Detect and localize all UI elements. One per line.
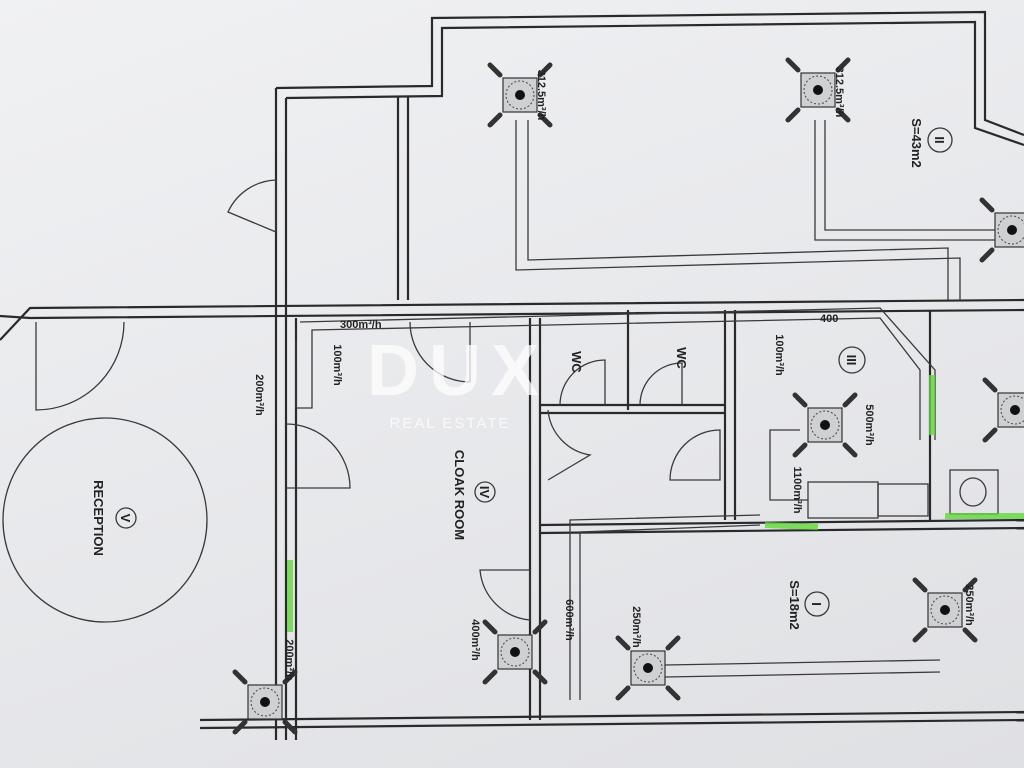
room-markers — [2, 127, 953, 623]
walls — [0, 10, 1024, 740]
airflow-label: 250m³/h — [630, 606, 642, 648]
watermark-subtitle: REAL ESTATE — [390, 415, 511, 432]
airflow-label: 400m³/h — [469, 619, 481, 661]
room-i-numeral: I — [809, 602, 824, 606]
room-ii-numeral: II — [932, 136, 947, 143]
ceiling-diffuser-icon — [982, 377, 1024, 443]
airflow-label: 400 — [820, 313, 838, 325]
ceiling-diffuser-icon — [912, 577, 978, 643]
ducts — [295, 120, 1000, 700]
airflow-label: 1100m³/h — [791, 466, 803, 513]
highlights — [287, 375, 1024, 632]
wc-label-2: WC — [674, 347, 689, 369]
room-ii-area: S=43m2 — [909, 118, 924, 168]
wc-label-1: WC — [569, 351, 584, 373]
room-reception-label: RECEPTION — [91, 480, 106, 556]
room-cloak-label: CLOAK ROOM — [452, 450, 467, 540]
ceiling-diffuser-icon — [232, 669, 298, 735]
airflow-label: 600m³/h — [563, 599, 575, 641]
room-iv-numeral: IV — [477, 486, 492, 499]
watermark-brand: DUX — [367, 331, 549, 411]
silencer — [807, 481, 879, 519]
ceiling-diffuser-icon — [615, 635, 681, 701]
room-iii-numeral: III — [844, 355, 859, 366]
airflow-label: 250m³/h — [963, 584, 975, 626]
room-v-numeral: V — [118, 514, 133, 523]
fan-unit — [949, 469, 999, 515]
airflow-label: 200m³/h — [283, 639, 295, 681]
airflow-label: 100m³/h — [331, 344, 343, 386]
ceiling-diffuser-icon — [785, 57, 851, 123]
doors — [35, 179, 721, 621]
airflow-label: 500m³/h — [863, 404, 875, 446]
airflow-label: 312.5m³/h — [833, 67, 845, 118]
ceiling-diffuser-icon — [482, 619, 548, 685]
ceiling-diffuser-icon — [979, 197, 1024, 263]
ceiling-diffuser-icon — [792, 392, 858, 458]
airflow-label: 312.5m³/h — [535, 70, 547, 121]
airflow-label: 300m³/h — [340, 319, 382, 331]
ceiling-diffuser-icon — [487, 62, 553, 128]
room-i-area: S=18m2 — [787, 580, 802, 630]
airflow-label: 200m³/h — [253, 374, 265, 416]
airflow-label: 100m³/h — [773, 334, 785, 376]
diffusers — [232, 57, 1024, 735]
